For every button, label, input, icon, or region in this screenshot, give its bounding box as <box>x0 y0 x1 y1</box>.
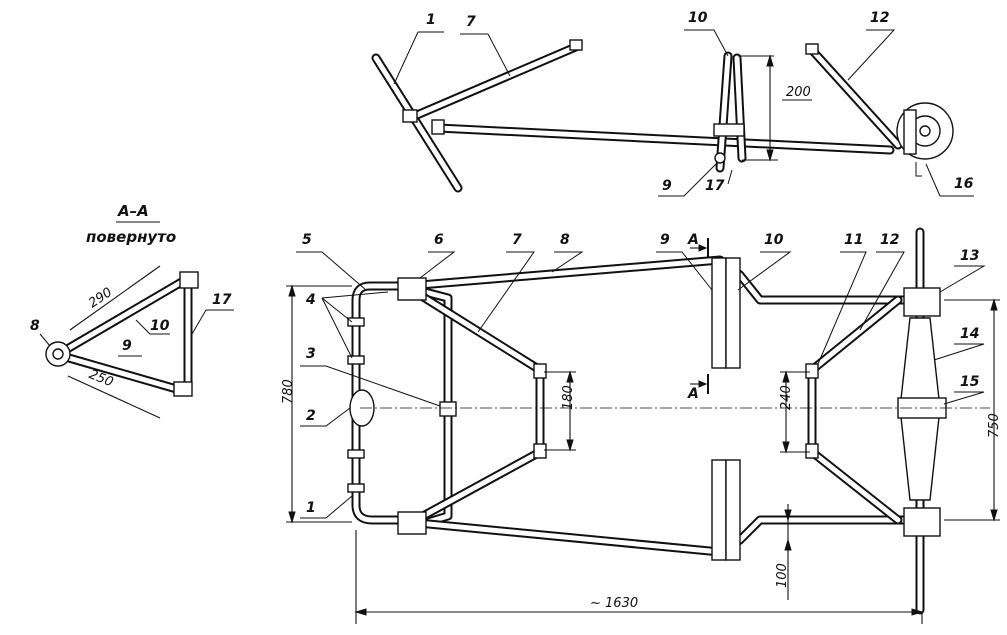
label-3-plan: 3 <box>306 346 316 362</box>
section-mark-a-top: А <box>687 232 699 248</box>
label-7-plan: 7 <box>512 232 522 248</box>
section-mark-upper: А <box>687 232 709 258</box>
dimension-780: 780 <box>281 284 352 524</box>
dimension-240: 240 <box>779 370 810 454</box>
part-callouts: 1 7 10 12 9 17 16 8 10 9 17 5 6 4 3 2 1 <box>30 10 986 519</box>
dimension-750: 750 <box>944 298 1002 522</box>
section-title: А–А <box>117 202 149 220</box>
dimension-100: 100 <box>775 504 792 600</box>
label-4-plan: 4 <box>305 292 316 308</box>
dimension-200: 200 <box>738 54 812 162</box>
dim-180-label: 180 <box>561 385 576 410</box>
label-15-plan: 15 <box>960 374 980 390</box>
dim-240-label: 240 <box>779 385 794 410</box>
label-17-side: 17 <box>705 178 725 194</box>
label-12-plan: 12 <box>880 232 899 248</box>
side-view <box>371 39 954 193</box>
section-mark-lower: А <box>687 374 709 402</box>
label-8-plan: 8 <box>560 232 570 248</box>
plan-view <box>347 227 947 615</box>
label-1-plan: 1 <box>306 500 316 516</box>
label-9-side: 9 <box>662 178 672 194</box>
dimension-180: 180 <box>544 370 576 452</box>
dimension-1630: ~ 1630 <box>354 530 924 624</box>
label-10-plan: 10 <box>764 232 784 248</box>
label-14-plan: 14 <box>960 326 979 342</box>
label-8-section: 8 <box>30 318 40 334</box>
label-17-section: 17 <box>212 292 232 308</box>
label-6-plan: 6 <box>434 232 444 248</box>
dim-1630-label: ~ 1630 <box>590 596 638 611</box>
label-5-plan: 5 <box>302 232 312 248</box>
dim-100-label: 100 <box>775 563 790 588</box>
label-12-side: 12 <box>870 10 889 26</box>
dim-200-label: 200 <box>786 85 811 100</box>
label-11-plan: 11 <box>844 232 863 248</box>
label-2-plan: 2 <box>306 408 316 424</box>
label-13-plan: 13 <box>960 248 979 264</box>
section-a-a: А–А повернуто 290 250 <box>45 202 199 419</box>
dim-780-label: 780 <box>281 379 296 404</box>
label-7-side: 7 <box>466 14 476 30</box>
section-subtitle: повернуто <box>86 228 176 246</box>
label-16-side: 16 <box>954 176 974 192</box>
section-mark-a-bottom: А <box>687 386 699 402</box>
label-9-section: 9 <box>122 338 132 354</box>
label-10-side: 10 <box>688 10 708 26</box>
label-1-side: 1 <box>426 12 436 28</box>
label-10-section: 10 <box>150 318 170 334</box>
label-9-plan: 9 <box>660 232 670 248</box>
dim-750-label: 750 <box>987 413 1002 438</box>
dim-290-label: 290 <box>86 285 115 311</box>
